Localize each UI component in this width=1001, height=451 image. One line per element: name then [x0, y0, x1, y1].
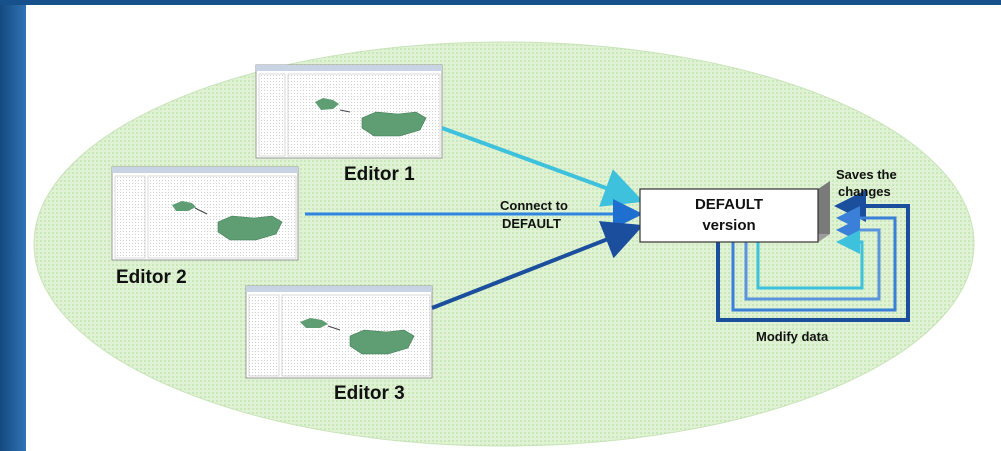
editor-1-screenshot — [255, 64, 443, 159]
saves-label-line2: changes — [838, 184, 891, 199]
editor-3-label: Editor 3 — [334, 383, 405, 404]
modify-data-label: Modify data — [756, 329, 829, 344]
editor-3-arrow — [431, 221, 644, 310]
slide-left-border — [0, 0, 26, 451]
editor-3-screenshot — [245, 285, 433, 379]
default-box-line1: DEFAULT — [695, 196, 763, 213]
default-box-line2: version — [702, 217, 755, 234]
connect-label-line2: DEFAULT — [502, 216, 561, 231]
editor-1-label: Editor 1 — [344, 164, 415, 185]
modify-loops — [716, 190, 910, 322]
saves-label-line1: Saves the — [836, 167, 897, 182]
editor-1-arrow — [441, 126, 644, 207]
editor-2-label: Editor 2 — [116, 267, 187, 288]
slide-top-border — [0, 0, 1001, 5]
connect-label-line1: Connect to — [500, 198, 568, 213]
editor-2-screenshot — [111, 166, 299, 261]
default-version-box: DEFAULT version — [639, 181, 830, 243]
